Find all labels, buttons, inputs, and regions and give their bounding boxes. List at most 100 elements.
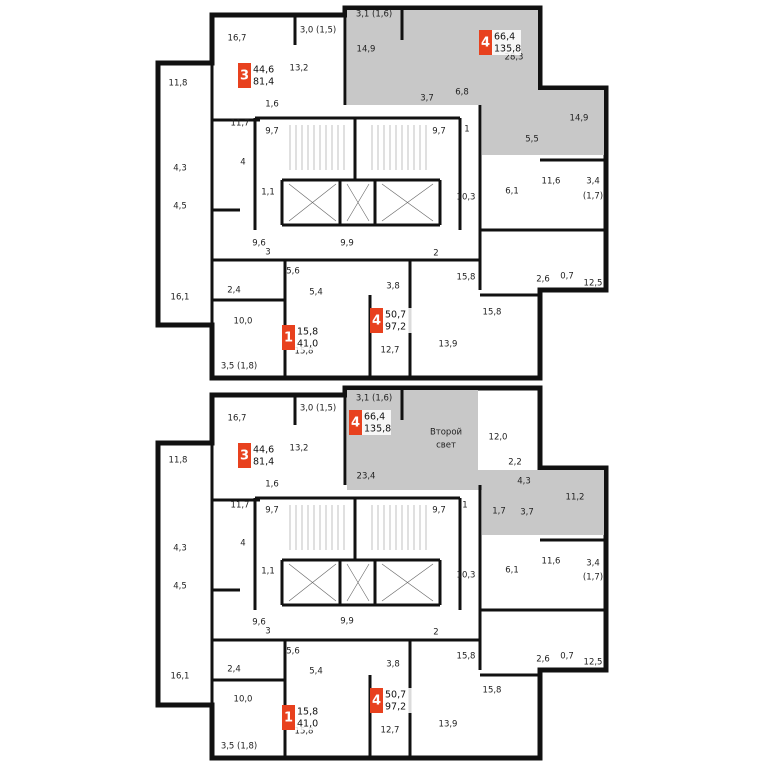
room-count: 3 <box>240 69 249 84</box>
room-area-label: 3,8 <box>386 282 400 292</box>
room-area-label: 10,3 <box>457 571 476 581</box>
room-area-label: 9,7 <box>265 127 279 137</box>
room-area-label: 15,8 <box>295 347 314 357</box>
room-area-label: 1,1 <box>261 188 275 198</box>
room-area-label: 0,7 <box>560 652 574 662</box>
room-area-label: 4,3 <box>173 164 187 174</box>
room-area-label: 12,5 <box>584 279 603 289</box>
room-area-label: 15,8 <box>483 686 502 696</box>
total-area: 81,4 <box>253 77 274 88</box>
room-count-box <box>370 308 383 333</box>
room-area-label: 3,8 <box>386 660 400 670</box>
room-area-label: 2,6 <box>536 655 550 665</box>
room-area-label: 4,5 <box>173 202 187 212</box>
room-area-label: 16,7 <box>228 34 247 44</box>
room-count: 1 <box>284 331 293 346</box>
room-area-label: 16,1 <box>171 293 190 303</box>
room-count-box <box>238 443 251 468</box>
room-area-label: Второй <box>430 428 462 438</box>
duplex-apartment-area <box>347 390 604 535</box>
room-area-label: 4,5 <box>173 582 187 592</box>
room-area-label: 15,8 <box>483 308 502 318</box>
room-count-box <box>282 705 295 730</box>
room-area-label: 9,7 <box>265 506 279 516</box>
living-area: 44,6 <box>253 445 274 456</box>
total-area: 97,2 <box>385 702 406 713</box>
living-area: 66,4 <box>494 32 515 43</box>
total-area: 41,0 <box>297 339 318 350</box>
room-area-label: 13,2 <box>290 64 309 74</box>
apartment-badge[interactable]: 4 50,797,2 <box>370 688 412 713</box>
room-area-label: 2 <box>433 249 438 259</box>
apartment-badge[interactable]: 1 15,841,0 <box>282 705 324 730</box>
room-area-label: 1 <box>464 125 469 135</box>
room-area-label: 9,9 <box>340 239 354 249</box>
room-area-label: 3,1 (1,6) <box>356 10 392 20</box>
room-area-label: 15,8 <box>457 273 476 283</box>
living-area: 50,7 <box>385 690 406 701</box>
room-area-label: 4,3 <box>517 477 531 487</box>
room-count-box <box>479 30 492 55</box>
room-count: 4 <box>372 694 381 709</box>
room-area-label: 1,1 <box>261 567 275 577</box>
room-area-label: 6,1 <box>505 187 519 197</box>
total-area: 97,2 <box>385 322 406 333</box>
elevator-shaft <box>288 183 337 222</box>
total-area: 135,8 <box>364 424 391 435</box>
room-area-label: 3,5 (1,8) <box>221 742 257 752</box>
room-area-label: 2,4 <box>227 665 241 675</box>
elevator-shaft <box>288 563 337 602</box>
room-area-label: 11,8 <box>169 79 188 89</box>
room-count-box <box>349 410 362 435</box>
room-area-label: 3,1 (1,6) <box>356 394 392 404</box>
room-area-label: 6,1 <box>505 566 519 576</box>
living-area: 15,8 <box>297 707 318 718</box>
room-area-label: 16,1 <box>171 672 190 682</box>
floor-upper-section: 16,73,0 (1,5)3,1 (1,6)14,913,211,828,31,… <box>155 5 609 381</box>
total-area: 135,8 <box>494 44 521 55</box>
living-area: 44,6 <box>253 65 274 76</box>
room-area-label: 12,7 <box>381 346 400 356</box>
room-count: 4 <box>351 416 360 431</box>
room-area-label: 3 <box>265 248 270 258</box>
apartment-badge[interactable]: 3 44,681,4 <box>238 63 280 88</box>
room-area-label: 11,2 <box>566 493 585 503</box>
living-area: 66,4 <box>364 412 385 423</box>
apartment-badge[interactable]: 1 15,841,0 <box>282 325 324 350</box>
room-area-label: 11,8 <box>169 456 188 466</box>
room-count: 3 <box>240 449 249 464</box>
room-count: 1 <box>284 711 293 726</box>
room-area-label: (1,7) <box>583 573 603 583</box>
room-area-label: 5,5 <box>525 135 539 145</box>
room-area-label: 11,7 <box>231 119 250 129</box>
room-area-label: 28,3 <box>505 53 524 63</box>
room-area-label: 2 <box>433 628 438 638</box>
room-count-box <box>370 688 383 713</box>
room-area-label: 10,0 <box>234 695 253 705</box>
room-area-label: 13,9 <box>439 720 458 730</box>
duplex-apartment-area <box>347 10 604 155</box>
total-area: 41,0 <box>297 719 318 730</box>
living-area: 15,8 <box>297 327 318 338</box>
room-area-label: 15,8 <box>295 727 314 737</box>
room-area-label: 16,7 <box>228 414 247 424</box>
room-area-label: 1 <box>462 501 467 511</box>
room-count-box <box>238 63 251 88</box>
room-area-label: 9,6 <box>252 239 266 249</box>
room-area-label: 9,7 <box>432 127 446 137</box>
room-area-label: 9,7 <box>432 506 446 516</box>
room-area-label: 0,7 <box>560 272 574 282</box>
room-area-label: 3,4 <box>586 559 600 569</box>
room-area-label: 1,6 <box>265 480 279 490</box>
room-count: 4 <box>372 314 381 329</box>
room-area-label: 4 <box>240 539 245 549</box>
room-area-label: 3,0 (1,5) <box>300 26 336 36</box>
room-area-label: 10,3 <box>457 193 476 203</box>
room-area-label: 1,6 <box>265 100 279 110</box>
